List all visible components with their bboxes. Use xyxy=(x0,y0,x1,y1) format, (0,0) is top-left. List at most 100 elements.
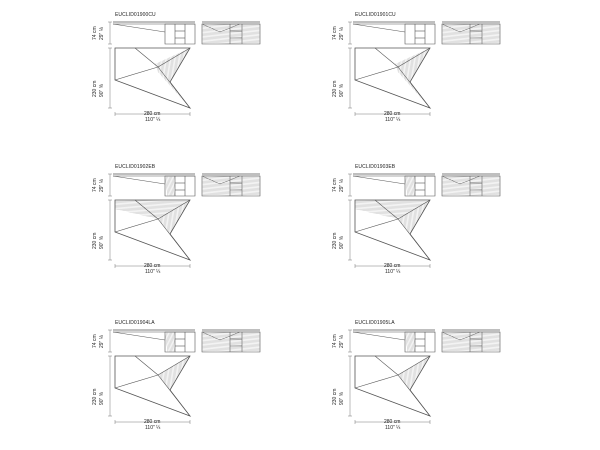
wood-grain-line xyxy=(202,333,260,335)
wood-grain-line xyxy=(400,48,403,108)
depth-in-label: 90" ⅝ xyxy=(339,84,345,97)
wood-grain-line xyxy=(202,36,260,38)
width-cm-label: 280 cm xyxy=(144,419,161,425)
wood-grain-line xyxy=(158,356,161,416)
wood-grain-line xyxy=(413,332,416,352)
wood-grain-line xyxy=(202,192,260,194)
wood-grain-line xyxy=(402,48,405,108)
wood-grain-line xyxy=(180,48,183,108)
wood-grain-line xyxy=(202,341,260,343)
wood-grain-line xyxy=(178,356,181,416)
wood-grain-line xyxy=(176,356,179,416)
wood-grain-line xyxy=(115,210,190,212)
product-code: EUCLID01903EB xyxy=(355,164,396,170)
wood-grain-line xyxy=(355,205,430,207)
wood-grain-line xyxy=(202,29,260,31)
wood-grain-line xyxy=(442,27,500,29)
wood-grain-line xyxy=(442,339,500,341)
wood-grain-line xyxy=(426,48,429,108)
wood-grain-line xyxy=(202,335,260,337)
product-code: EUCLID01902EB xyxy=(115,164,156,170)
wood-grain-line xyxy=(202,184,260,186)
side-body xyxy=(442,332,500,352)
wood-grain-line xyxy=(172,176,175,196)
wood-grain-line xyxy=(176,48,179,108)
wood-grain-line xyxy=(442,344,500,346)
wood-grain-line xyxy=(414,176,417,196)
depth-in-label: 90" ⅝ xyxy=(339,236,345,249)
drawing-sheet: EUCLID01904LA 74 cm 29" ⅛ 230 cm 90" ⅝ 2… xyxy=(90,320,260,440)
wood-grain-line xyxy=(395,48,398,108)
wood-grain-line xyxy=(442,186,500,188)
wood-grain-line xyxy=(187,356,190,416)
wood-grain-line xyxy=(202,177,260,179)
wood-grain-line xyxy=(442,38,500,40)
wood-grain-line xyxy=(202,37,260,39)
drawer-unit xyxy=(405,332,435,352)
wood-grain-line xyxy=(202,350,260,352)
wood-grain-line xyxy=(185,356,188,416)
wood-grain-line xyxy=(442,194,500,196)
side-hatch xyxy=(442,332,500,354)
wood-grain-line xyxy=(405,176,408,196)
plan-outline xyxy=(355,200,430,260)
wood-grain-line xyxy=(170,176,173,196)
wood-grain-line xyxy=(442,177,500,179)
wood-grain-line xyxy=(161,356,164,416)
wood-grain-line xyxy=(202,342,260,344)
wood-grain-line xyxy=(442,181,500,183)
wood-grain-line xyxy=(167,48,170,108)
wood-grain-line xyxy=(202,185,260,187)
wood-grain-line xyxy=(442,193,500,195)
wood-grain-line xyxy=(185,200,188,260)
wood-grain-line xyxy=(189,200,192,260)
wood-grain-line xyxy=(425,356,428,416)
plan-division xyxy=(115,219,158,232)
drawer-unit xyxy=(165,24,195,44)
wood-grain-line xyxy=(355,203,430,205)
wood-grain-line xyxy=(202,31,260,33)
plan-division xyxy=(115,375,158,388)
wood-grain-line xyxy=(442,342,500,344)
side-body xyxy=(202,24,260,44)
wood-grain-line xyxy=(188,356,191,416)
plan-division xyxy=(135,48,158,67)
wood-grain-line xyxy=(407,356,410,416)
wood-grain-line xyxy=(177,48,180,108)
wood-grain-line xyxy=(442,31,500,33)
furniture-drawing xyxy=(90,12,260,132)
plan-division xyxy=(115,67,158,80)
wood-grain-line xyxy=(427,356,430,416)
wood-grain-line xyxy=(202,176,260,178)
wood-grain-line xyxy=(396,48,399,108)
drawer-unit xyxy=(405,24,435,44)
furniture-drawing xyxy=(330,164,500,284)
height-cm-label: 74 cm xyxy=(332,26,338,40)
wood-grain-line xyxy=(442,29,500,31)
wood-grain-line xyxy=(202,345,260,347)
wood-grain-line xyxy=(168,48,171,108)
wood-grain-line xyxy=(442,36,500,38)
furniture-drawing xyxy=(330,320,500,440)
wood-grain-line xyxy=(425,200,428,260)
top-panel-slope xyxy=(353,24,405,32)
wood-grain-line xyxy=(202,32,260,34)
wood-grain-line xyxy=(202,337,260,339)
furniture-drawing xyxy=(90,320,260,440)
plan-division xyxy=(158,48,190,67)
wood-grain-line xyxy=(160,48,163,108)
plan-outline xyxy=(115,200,190,260)
wood-grain-line xyxy=(442,332,500,334)
wood-grain-line xyxy=(405,332,408,352)
wood-grain-line xyxy=(355,210,430,212)
top-panel-slope xyxy=(113,176,165,184)
wood-grain-line xyxy=(399,356,402,416)
wood-grain-line xyxy=(408,356,411,416)
plan-division xyxy=(135,356,158,375)
wood-grain-line xyxy=(355,216,430,218)
depth-cm-label: 230 cm xyxy=(92,80,98,97)
wood-grain-line xyxy=(410,332,413,352)
wood-grain-line xyxy=(172,332,175,352)
wood-grain-line xyxy=(202,196,260,198)
wood-grain-line xyxy=(428,356,431,416)
